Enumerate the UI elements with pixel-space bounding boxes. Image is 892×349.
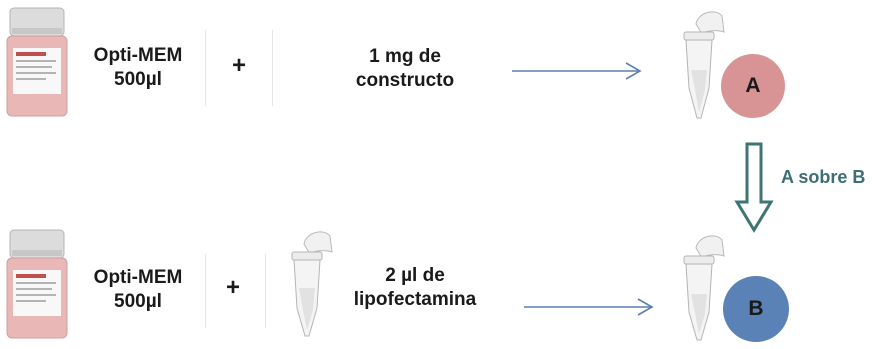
- reagent-amount: 2 µl de: [385, 265, 445, 286]
- medium-bottle-icon: [6, 228, 68, 340]
- mixture-a-circle: A: [721, 54, 785, 118]
- reagent-label-2: 2 µl de lipofectamina: [335, 264, 495, 312]
- mixture-b-label: B: [748, 297, 764, 320]
- medium-volume: 500µl: [114, 69, 162, 90]
- plus-sign-1: +: [232, 52, 247, 79]
- microtube-icon: [674, 8, 734, 124]
- microtube-icon: [284, 228, 340, 340]
- transfer-label: A sobre B: [781, 167, 866, 187]
- divider: [205, 254, 206, 328]
- reagent-label-1: 1 mg de constructo: [325, 45, 485, 93]
- plus-sign-2: +: [226, 274, 241, 301]
- mixture-b-circle: B: [723, 276, 789, 342]
- medium-bottle-icon: [6, 6, 68, 118]
- arrow-right-icon: [512, 60, 644, 82]
- reagent-name: lipofectamina: [353, 289, 477, 310]
- divider: [272, 30, 273, 106]
- reagent-amount: 1 mg de: [369, 46, 441, 67]
- medium-label-1: Opti-MEM 500µl: [78, 44, 198, 92]
- arrow-down-icon: [734, 142, 774, 234]
- medium-volume: 500µl: [114, 291, 162, 312]
- microtube-icon: [674, 232, 734, 344]
- medium-name: Opti-MEM: [93, 45, 183, 66]
- divider: [205, 30, 206, 106]
- arrow-right-icon: [524, 296, 656, 318]
- divider: [265, 254, 266, 328]
- reagent-name: constructo: [355, 70, 455, 91]
- medium-name: Opti-MEM: [93, 267, 183, 288]
- medium-label-2: Opti-MEM 500µl: [78, 266, 198, 314]
- mixture-a-label: A: [745, 74, 761, 97]
